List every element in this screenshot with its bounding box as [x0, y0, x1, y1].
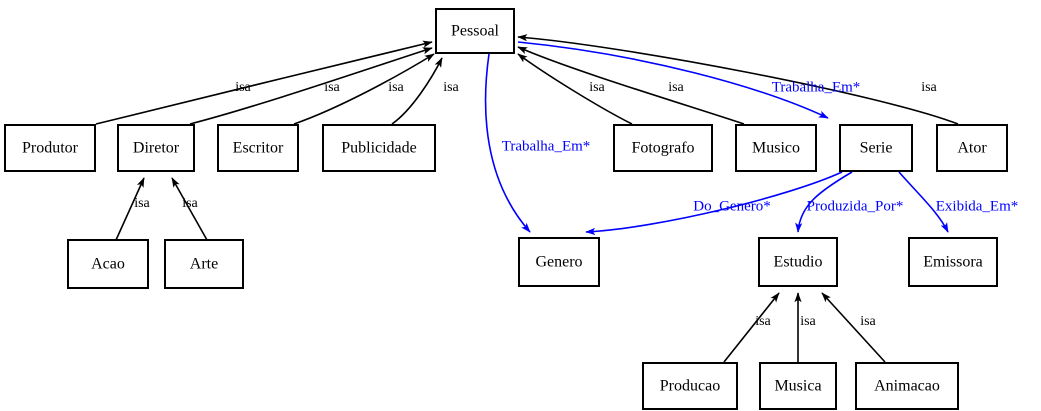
node-label-estudio: Estudio — [774, 254, 823, 271]
node-label-acao: Acao — [91, 256, 125, 273]
node-diretor[interactable]: Diretor — [117, 124, 195, 172]
edge-label-produzida-por: Produzida_Por* — [807, 198, 904, 214]
node-pessoal[interactable]: Pessoal — [435, 8, 515, 54]
node-arte[interactable]: Arte — [164, 239, 244, 289]
edge-label-isa: isa — [182, 196, 198, 211]
node-label-fotografo: Fotografo — [631, 140, 694, 157]
edge-label-isa: isa — [388, 80, 404, 95]
node-label-musica: Musica — [774, 378, 821, 395]
edge-arte-isa-diretor — [171, 177, 208, 241]
node-label-diretor: Diretor — [133, 140, 180, 157]
edge-produtor-isa-pessoal — [95, 40, 433, 125]
edge-escritor-isa-pessoal — [293, 53, 435, 125]
edges-layer — [95, 34, 959, 363]
node-acao[interactable]: Acao — [67, 239, 149, 289]
node-label-musico: Musico — [752, 140, 800, 157]
edge-acao-isa-diretor — [115, 177, 145, 241]
edge-publicidade-isa-pessoal — [391, 57, 443, 125]
edge-label-trabalha-em: Trabalha_Em* — [772, 79, 861, 95]
node-label-publicidade: Publicidade — [341, 140, 417, 157]
node-publicidade[interactable]: Publicidade — [322, 124, 436, 172]
node-label-arte: Arte — [190, 256, 218, 273]
node-ator[interactable]: Ator — [936, 124, 1008, 172]
edge-label-do-genero: Do_Genero* — [693, 198, 770, 214]
edge-musico-isa-pessoal — [517, 46, 745, 125]
edge-labels-layer: isa isa isa isa isa isa isa isa isa isa … — [134, 79, 1018, 329]
node-produtor[interactable]: Produtor — [4, 124, 96, 172]
node-label-produtor: Produtor — [22, 140, 79, 157]
edge-label-isa: isa — [324, 80, 340, 95]
nodes-layer: Pessoal Produtor Diretor Escritor Public… — [4, 8, 1008, 410]
edge-label-exibida-em: Exibida_Em* — [936, 198, 1019, 214]
node-label-emissora: Emissora — [923, 254, 983, 271]
node-serie[interactable]: Serie — [839, 124, 913, 172]
node-fotografo[interactable]: Fotografo — [613, 124, 713, 172]
edge-pessoal-trabalha-em-serie — [517, 41, 829, 119]
node-label-serie: Serie — [860, 140, 893, 157]
node-producao[interactable]: Producao — [642, 362, 738, 410]
node-label-ator: Ator — [957, 140, 987, 157]
node-genero[interactable]: Genero — [518, 237, 600, 287]
edge-label-isa: isa — [134, 196, 150, 211]
edge-label-isa: isa — [800, 314, 816, 329]
node-animacao[interactable]: Animacao — [855, 362, 959, 410]
node-musica[interactable]: Musica — [759, 362, 837, 410]
edge-ator-isa-pessoal — [517, 34, 959, 125]
edge-diretor-isa-pessoal — [189, 47, 433, 125]
edge-label-isa: isa — [921, 80, 937, 95]
edge-producao-isa-estudio — [723, 292, 780, 363]
edge-label-isa: isa — [668, 80, 684, 95]
edge-label-trabalha-em: Trabalha_Em* — [502, 138, 591, 154]
edge-label-isa: isa — [443, 80, 459, 95]
node-label-pessoal: Pessoal — [451, 23, 500, 40]
edge-serie-produzida-por-estudio — [795, 171, 853, 233]
node-musico[interactable]: Musico — [735, 124, 817, 172]
node-label-genero: Genero — [535, 254, 582, 271]
edge-label-isa: isa — [589, 80, 605, 95]
edge-label-isa: isa — [235, 80, 251, 95]
node-escritor[interactable]: Escritor — [217, 124, 299, 172]
node-label-producao: Producao — [660, 378, 720, 395]
edge-serie-do-genero-genero — [585, 171, 843, 236]
edge-animacao-isa-estudio — [821, 292, 886, 363]
edge-pessoal-trabalha-em-genero — [484, 53, 531, 233]
node-estudio[interactable]: Estudio — [758, 237, 838, 287]
edge-label-isa: isa — [755, 314, 771, 329]
edge-serie-exibida-em-emissora — [898, 171, 949, 233]
node-emissora[interactable]: Emissora — [908, 237, 998, 287]
node-label-escritor: Escritor — [233, 140, 284, 157]
edge-fotografo-isa-pessoal — [517, 53, 633, 125]
edge-label-isa: isa — [860, 314, 876, 329]
node-label-animacao: Animacao — [874, 378, 940, 395]
